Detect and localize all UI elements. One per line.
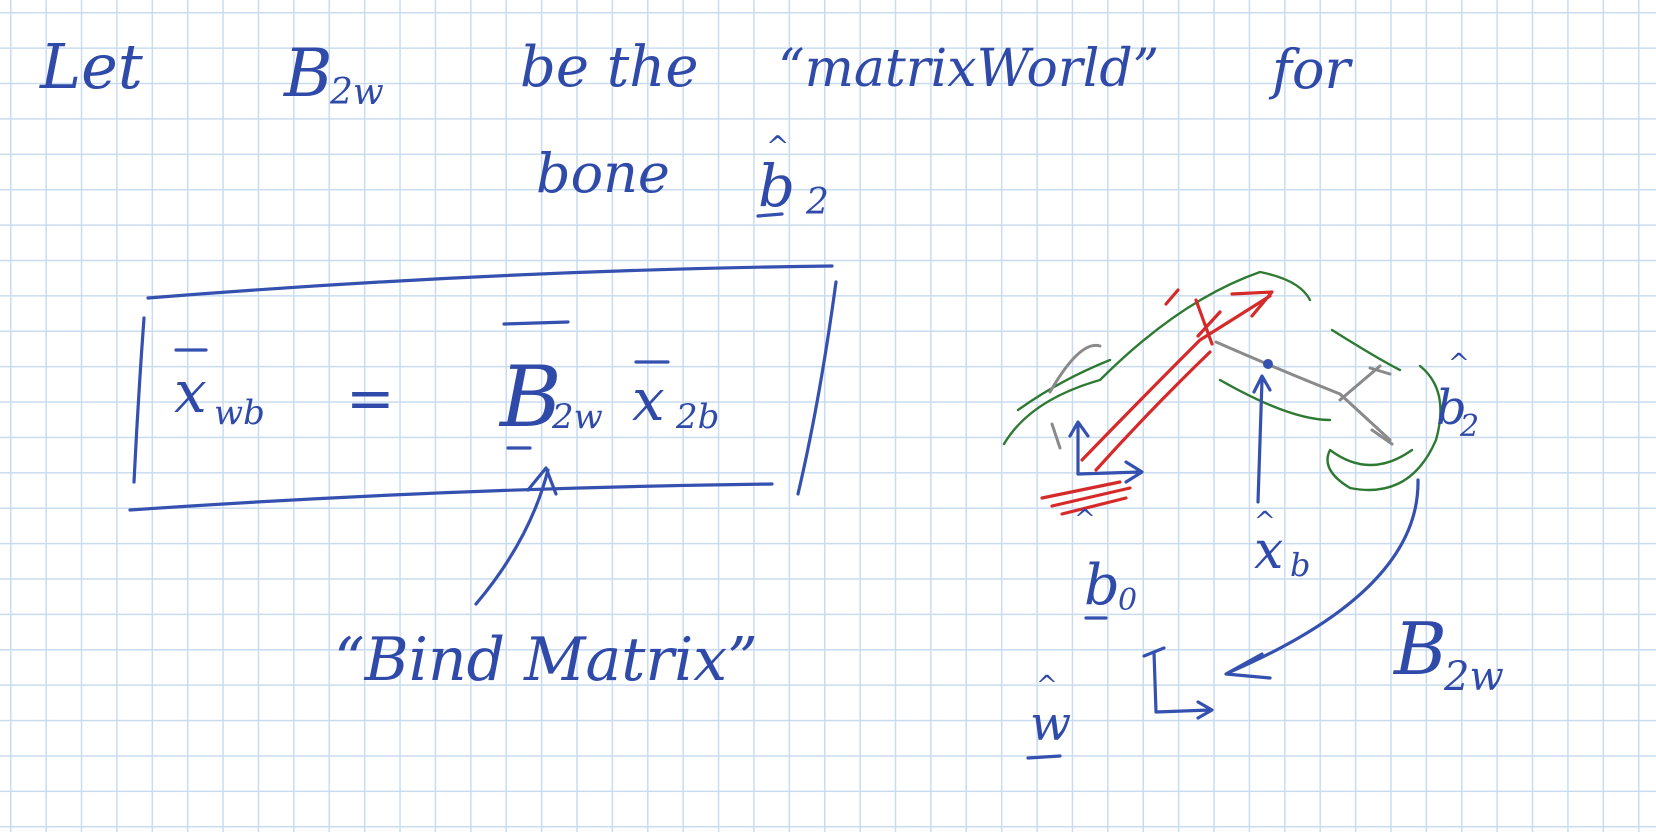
b2w-arrow-shaft [1228,478,1420,674]
b2w-label: B [1392,607,1447,691]
let-word: Let [39,30,143,103]
box-left [132,316,146,484]
xb-subscript: b [1290,546,1310,584]
xb-label: x [1254,521,1283,581]
gray-bone-shaft [1214,340,1392,442]
caption-arrow-head [526,466,558,496]
xb-hat: ^ [1254,507,1276,537]
bone-symbol: b [758,152,795,220]
matrix-subscript: 2w [329,72,384,113]
eq-matrix-sub: 2w [551,397,603,437]
for-word: for [1268,38,1353,101]
b2-label: b [1436,380,1467,436]
w-underline [1026,754,1062,760]
red-bone-edge [1094,350,1212,472]
red-joint-marks [1164,288,1222,346]
line1: Let B 2w be the “matrixWorld” for [39,30,1353,113]
caption-arrow-shaft [474,468,550,606]
xb-point [1263,359,1273,369]
bone-subscript: 2 [805,182,829,223]
red-bone-shaft [1080,294,1272,462]
gray-curve-left [1048,343,1102,394]
red-arrow-head [1230,290,1274,318]
matrix-bar [502,320,570,326]
base-up-axis [1068,420,1090,476]
equals-sign: = [346,364,395,432]
line2: bone ^ b 2 [536,130,829,223]
bone-underline [756,212,784,218]
b0-subscript: 0 [1118,583,1137,618]
green-outline-upper [1330,328,1402,372]
matrix-symbol-b: B [283,35,333,112]
bone-diagram: ^ b 0 ^ b 2 ^ x b ^ w B 2w [1002,270,1504,760]
gray-tick [1050,422,1062,450]
bind-matrix-caption: “Bind Matrix” [334,625,758,695]
lhs-sub: wb [214,393,265,433]
b2w-arrow-head [1224,652,1272,680]
be-the-words: be the [520,35,699,100]
green-outline-mid [1218,378,1332,422]
green-outline-top [1002,270,1312,446]
eq-matrix: B [498,348,562,446]
bind-matrix-annotation: “Bind Matrix” [334,466,758,695]
b2-hat: ^ [1448,349,1470,379]
rhs-var: x [632,366,665,434]
box-top [146,264,834,300]
bone-hat: ^ [766,130,789,163]
box-right [796,280,838,496]
xb-arrow [1252,374,1272,504]
red-hatching [1040,480,1132,516]
b0-label: b [1084,553,1120,618]
b2w-subscript: 2w [1443,654,1504,700]
box-bottom [128,482,774,512]
green-outline-left [1016,358,1112,412]
w-hat: ^ [1036,671,1058,701]
b2-subscript: 2 [1459,409,1479,444]
green-outline-joint [1326,364,1442,492]
world-frame [1142,646,1214,720]
lhs-var: x [174,358,207,426]
rhs-sub: 2b [675,397,719,437]
base-right-axis [1076,460,1144,484]
bone-word: bone [536,142,670,205]
matrix-world-quoted: “matrixWorld” [778,39,1159,99]
b0-hat: ^ [1074,505,1096,535]
gray-bone-joint [1338,364,1394,446]
equation-box: x wb = B 2w x 2b [128,264,838,512]
w-label: w [1030,696,1071,752]
